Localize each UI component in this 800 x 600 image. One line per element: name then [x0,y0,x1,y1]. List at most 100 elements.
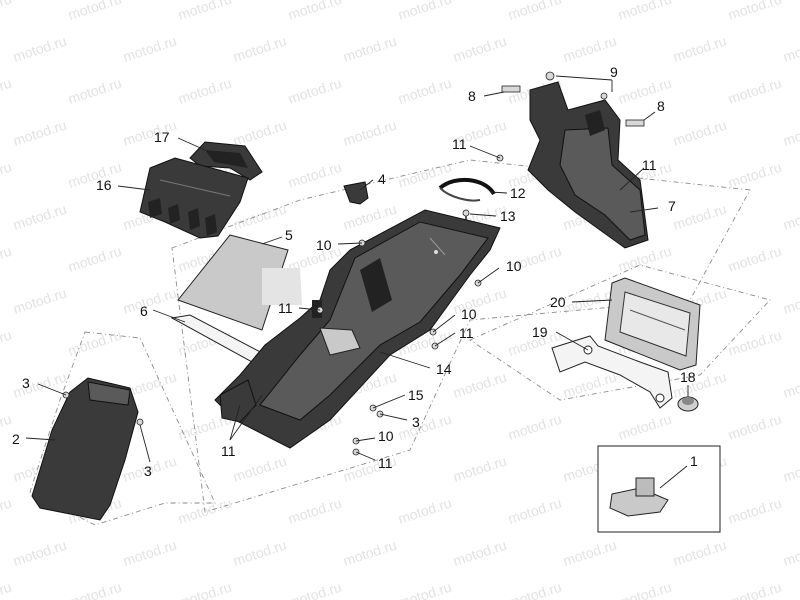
watermark-103: motod.ru [451,453,508,485]
callout-17: 17 [154,129,170,145]
callout-8-left: 8 [468,88,476,104]
watermark-19: motod.ru [66,75,123,107]
part-7-tail-support [527,81,649,249]
watermark-70: motod.ru [781,285,800,317]
part-4-clip [343,181,369,205]
callout-3-right: 3 [412,414,420,430]
callout-10-a: 10 [316,237,332,253]
watermark-122: motod.ru [561,537,618,569]
part-14-undertray [214,209,501,449]
watermark-128: motod.ru [176,579,233,600]
watermark-118: motod.ru [121,537,178,569]
watermark-43: motod.ru [726,159,783,191]
watermark-0: motod.ru [0,0,13,23]
callout-3-bottom: 3 [144,463,152,479]
callout-10-b: 10 [506,258,522,274]
watermark-117: motod.ru [11,537,68,569]
watermark-129: motod.ru [286,579,343,600]
callout-15: 15 [408,387,424,403]
watermark-130: motod.ru [396,579,453,600]
watermark-61: motod.ru [726,243,783,275]
watermark-119: motod.ru [231,537,288,569]
callout-10-d: 10 [378,428,394,444]
part-1-inset [597,445,721,533]
watermark-11: motod.ru [231,33,288,65]
watermark-123: motod.ru [671,537,728,569]
callout-4: 4 [378,171,386,187]
watermark-79: motod.ru [726,327,783,359]
callout-7: 7 [668,198,676,214]
callout-16: 16 [96,177,112,193]
watermark-55: motod.ru [66,243,123,275]
watermark-6: motod.ru [616,0,673,23]
watermark-97: motod.ru [726,411,783,443]
watermark-133: motod.ru [726,579,783,600]
watermark-39: motod.ru [286,159,343,191]
watermark-15: motod.ru [671,33,728,65]
part-19-mounting-bar [551,335,673,409]
watermark-48: motod.ru [341,201,398,233]
callout-11-b: 11 [642,157,657,173]
watermark-12: motod.ru [341,33,398,65]
watermark-9: motod.ru [11,33,68,65]
watermark-18: motod.ru [0,75,13,107]
part-2-mudguard [31,377,139,521]
watermark-5: motod.ru [506,0,563,23]
watermark-7: motod.ru [726,0,783,23]
watermark-113: motod.ru [506,495,563,527]
watermark-88: motod.ru [781,369,800,401]
watermark-111: motod.ru [286,495,343,527]
callout-8-right: 8 [657,98,665,114]
watermark-28: motod.ru [121,117,178,149]
watermark-14: motod.ru [561,33,618,65]
watermark-37: motod.ru [66,159,123,191]
watermark-115: motod.ru [726,495,783,527]
watermark-120: motod.ru [341,537,398,569]
watermark-27: motod.ru [11,117,68,149]
watermark-106: motod.ru [781,453,800,485]
watermark-30: motod.ru [341,117,398,149]
watermark-24: motod.ru [616,75,673,107]
watermark-2: motod.ru [176,0,233,23]
watermark-63: motod.ru [11,285,68,317]
callout-2: 2 [12,431,20,447]
watermark-86: motod.ru [561,369,618,401]
watermark-96: motod.ru [616,411,673,443]
watermark-124: motod.ru [781,537,800,569]
callout-5: 5 [285,227,293,243]
watermark-126: motod.ru [0,579,13,600]
callout-9: 9 [610,64,618,80]
watermark-127: motod.ru [66,579,123,600]
watermark-1: motod.ru [66,0,123,23]
callout-1: 1 [690,453,698,469]
watermark-54: motod.ru [0,243,13,275]
bolt-8-right [625,119,645,127]
watermark-51: motod.ru [671,201,728,233]
watermark-112: motod.ru [396,495,453,527]
callout-10-c: 10 [461,306,477,322]
part-20-plate-bracket [604,277,701,371]
watermark-25: motod.ru [726,75,783,107]
watermark-121: motod.ru [451,537,508,569]
watermark-72: motod.ru [0,327,13,359]
watermark-21: motod.ru [286,75,343,107]
watermark-131: motod.ru [506,579,563,600]
watermark-108: motod.ru [0,495,13,527]
watermark-132: motod.ru [616,579,673,600]
watermark-20: motod.ru [176,75,233,107]
callout-labels: 1 2 3 3 3 4 5 6 7 8 8 9 10 10 10 10 11 1… [12,64,698,479]
watermark-47: motod.ru [231,201,288,233]
part-5-pad [177,234,302,331]
callout-20: 20 [550,294,566,310]
callout-18: 18 [680,369,696,385]
watermark-34: motod.ru [781,117,800,149]
callout-14: 14 [436,361,452,377]
watermark-95: motod.ru [506,411,563,443]
callout-12: 12 [510,185,526,201]
part-16-support-plate [139,157,249,239]
watermark-3: motod.ru [286,0,343,23]
callout-3-left: 3 [22,375,30,391]
watermark-10: motod.ru [121,33,178,65]
